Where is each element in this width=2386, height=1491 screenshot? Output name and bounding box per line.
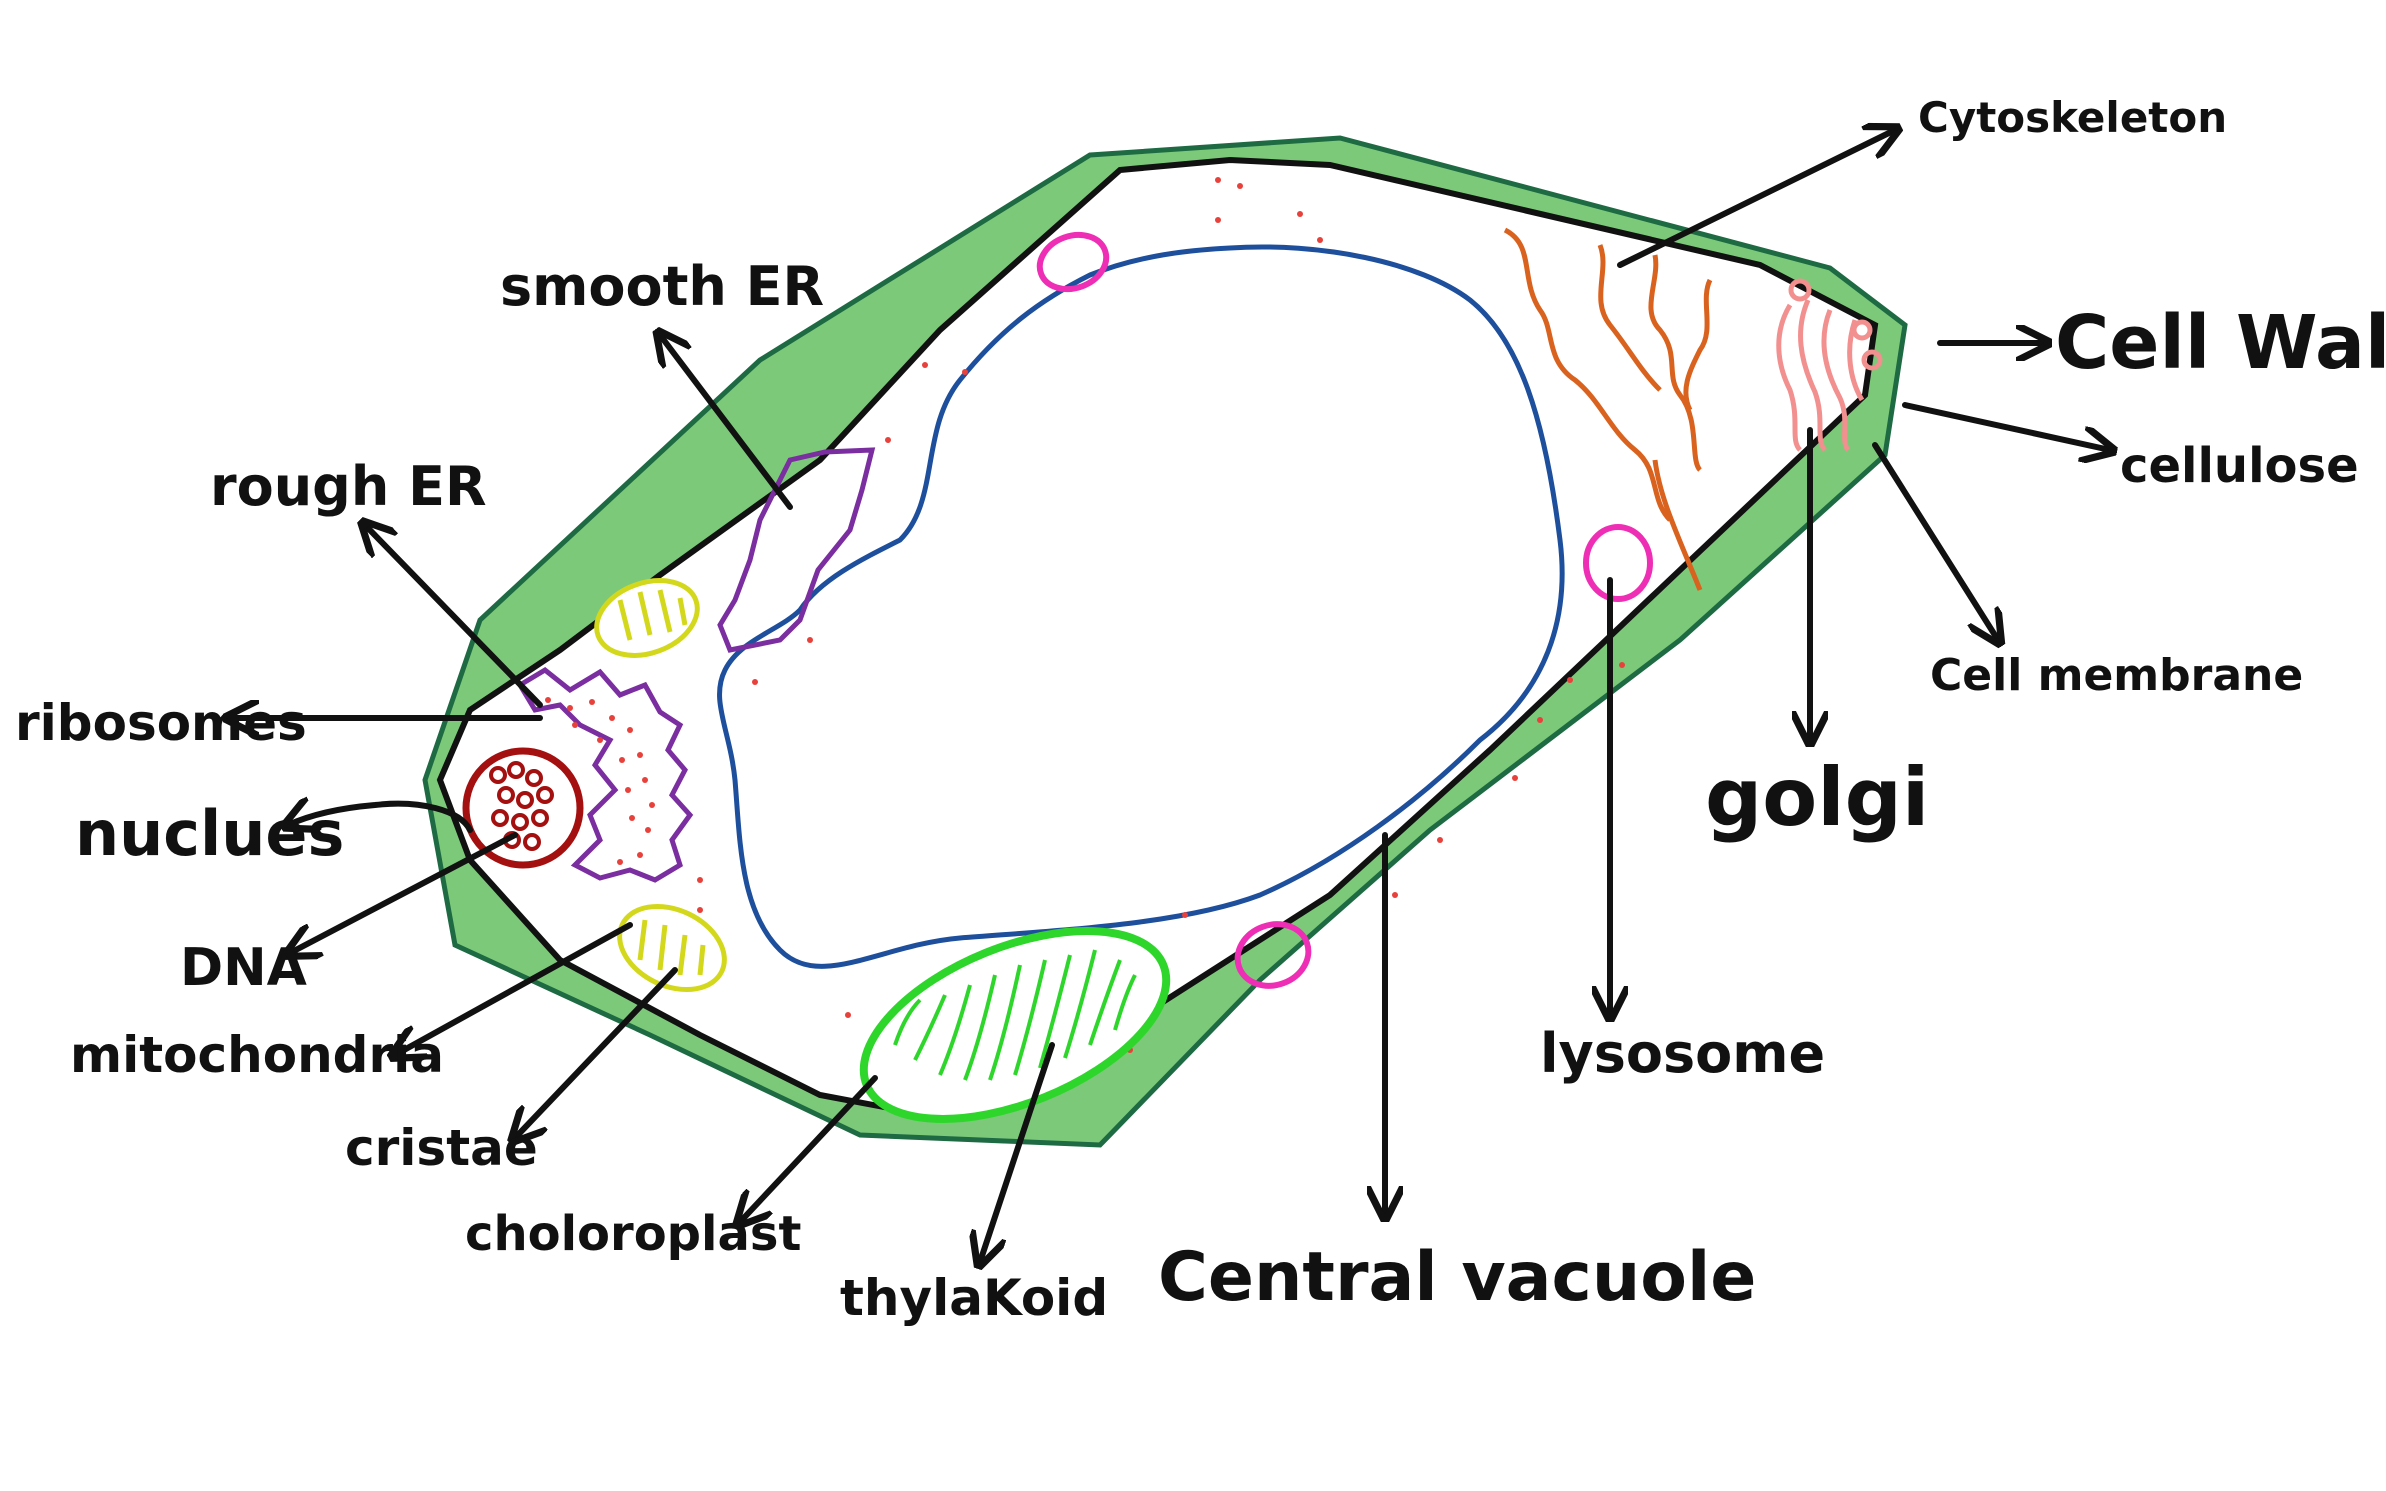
ribosomes	[545, 177, 1625, 1053]
label-smooth-er: smooth ER	[500, 255, 824, 318]
label-cell-wall: Cell Wall	[2055, 300, 2386, 386]
label-dna: DNA	[180, 938, 307, 998]
label-cristae: cristae	[345, 1119, 538, 1177]
thylakoid	[893, 949, 1137, 1081]
label-central-vacuole: Central vacuole	[1158, 1238, 1756, 1317]
label-cellulose: cellulose	[2120, 438, 2359, 494]
rough-er	[516, 666, 694, 883]
label-lysosome: lysosome	[1540, 1022, 1825, 1085]
label-thylakoid: thylaKoid	[840, 1269, 1108, 1327]
central-vacuole	[717, 244, 1565, 969]
label-cytoskeleton: Cytoskeleton	[1918, 93, 2227, 142]
golgi	[1776, 278, 1883, 452]
label-nucleus: nuclues	[75, 797, 344, 870]
label-arrows	[230, 130, 2110, 1262]
dna	[489, 761, 554, 851]
label-ribosomes: ribosomes	[15, 694, 307, 752]
label-cell-membrane: Cell membrane	[1930, 650, 2303, 701]
label-chloroplast: choloroplast	[465, 1206, 801, 1262]
lysosomes	[1036, 231, 1653, 989]
label-rough-er: rough ER	[210, 455, 487, 518]
mitochondria	[594, 578, 727, 993]
cytoskeleton	[1503, 227, 1713, 591]
label-mitochondria: mitochondria	[70, 1026, 444, 1084]
label-golgi: golgi	[1705, 751, 1929, 844]
smooth-er	[717, 447, 876, 653]
